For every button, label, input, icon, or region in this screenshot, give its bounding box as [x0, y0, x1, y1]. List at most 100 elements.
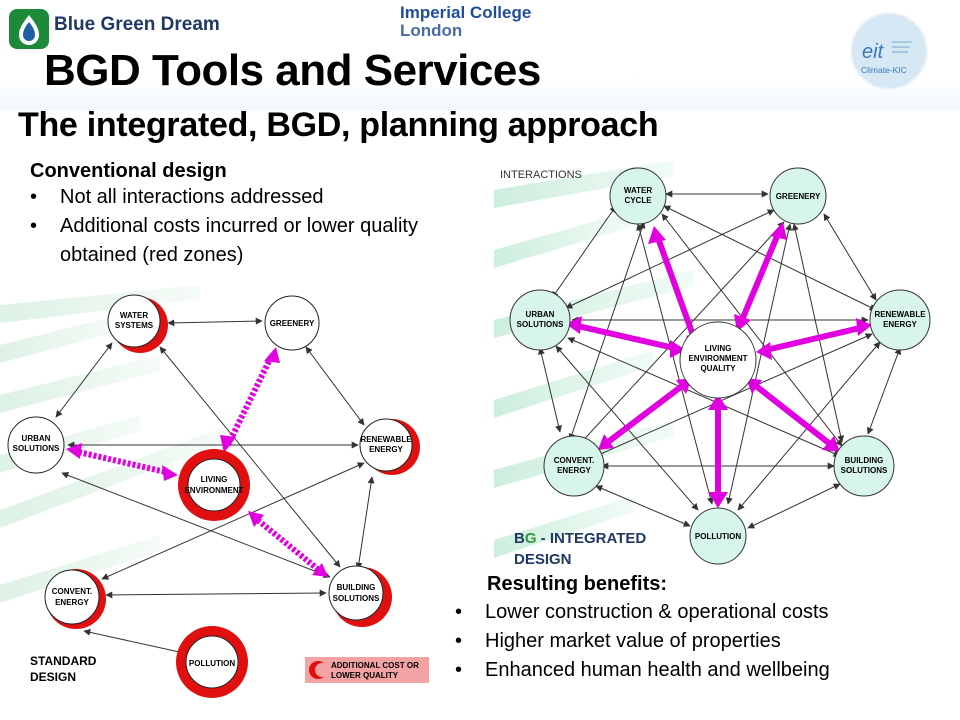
arrowhead	[856, 318, 872, 336]
background-stripes	[494, 160, 694, 558]
node-label: LIVING	[201, 475, 228, 484]
node-label: SOLUTIONS	[333, 594, 380, 603]
benefits-heading: Resulting benefits:	[487, 573, 668, 595]
integrated-node-water-cycle	[609, 167, 667, 225]
node-label: ENVIRONMENT	[688, 354, 747, 363]
integrated-center-arrows	[577, 232, 861, 496]
climate-kic-text: Climate-KIC	[861, 65, 907, 75]
integrated-node-labels: WATER CYCLE GREENERY URBAN SOLUTIONS REN…	[517, 186, 927, 541]
thick-arrow	[577, 323, 675, 351]
node-label: ENERGY	[883, 320, 917, 329]
integrated-node-greenery	[769, 167, 827, 225]
arrowhead	[770, 222, 787, 240]
arrowhead	[648, 226, 666, 244]
connector	[305, 346, 365, 426]
list-item: Enhanced human health and wellbeing	[455, 656, 955, 685]
thick-arrow	[765, 325, 861, 353]
standard-node-pollution: POLLUTION	[176, 626, 248, 698]
node-label: WATER	[120, 311, 149, 320]
node-label: RENEWABLE	[874, 310, 926, 319]
caption-g: G	[525, 530, 537, 547]
resulting-benefits-block: Resulting benefits: Lower construction &…	[455, 570, 955, 685]
arrowhead	[756, 342, 772, 360]
arrowhead	[162, 465, 178, 481]
node-label: SOLUTIONS	[13, 444, 60, 453]
integrated-node-living-environment-quality	[679, 321, 757, 399]
standard-node-renewable-energy: RENEWABLE ENERGY	[359, 418, 420, 475]
node-label: ENERGY	[55, 598, 89, 607]
standard-node-convent-energy: CONVENT. ENERGY	[44, 569, 106, 629]
integrated-node-building-solutions	[833, 435, 895, 497]
conventional-heading: Conventional design	[30, 160, 227, 182]
node-label: SOLUTIONS	[841, 466, 888, 475]
caption-b: B	[514, 530, 525, 547]
slide-title: BGD Tools and Services	[44, 46, 541, 95]
arrowhead	[220, 435, 236, 453]
integrated-node-convent-energy	[543, 435, 605, 497]
node-label: URBAN	[526, 310, 555, 319]
connector	[551, 205, 617, 299]
thick-arrow	[655, 236, 697, 340]
conventional-bullet-list: Not all interactions addressed Additiona…	[30, 183, 430, 270]
bgd-logo-text: Blue Green Dream	[54, 14, 220, 35]
thick-arrow	[754, 383, 832, 447]
arrowhead	[566, 316, 582, 334]
standard-node-greenery: GREENERY	[264, 295, 320, 351]
list-item: Additional costs incurred or lower quali…	[30, 212, 430, 270]
dotted-arrow	[252, 514, 322, 574]
list-item: Higher market value of properties	[455, 627, 955, 656]
benefits-bullet-list: Lower construction & operational costs H…	[455, 598, 955, 685]
node-label: SYSTEMS	[115, 321, 154, 330]
integrated-nodes	[509, 167, 931, 565]
arrowhead	[248, 511, 264, 527]
node-label: BUILDING	[337, 583, 376, 592]
connector	[105, 589, 327, 599]
standard-node-urban-solutions: URBAN SOLUTIONS	[7, 416, 65, 474]
node-label: URBAN	[22, 434, 51, 443]
node-label: LIVING	[705, 344, 732, 353]
eit-climate-kic-logo: eit Climate-KIC	[850, 12, 928, 90]
node-label: BUILDING	[845, 456, 884, 465]
arrowhead	[746, 378, 762, 394]
standard-dotted-arrows	[66, 347, 328, 577]
standard-node-water-systems: WATER SYSTEMS	[107, 294, 168, 353]
list-item: Lower construction & operational costs	[455, 598, 955, 627]
header-band	[0, 0, 960, 110]
legend-swatch-inner	[315, 663, 329, 677]
standard-connections	[55, 317, 375, 656]
node-label: GREENERY	[270, 319, 315, 328]
integrated-caption-line2: DESIGN	[514, 551, 572, 568]
imperial-line2: London	[400, 21, 463, 40]
conventional-design-block: Conventional design Not all interactions…	[30, 160, 430, 270]
integrated-caption-line1: BG - INTEGRATED	[514, 530, 646, 547]
arrowhead	[312, 563, 328, 577]
standard-caption-line1: STANDARD	[30, 654, 97, 668]
node-label: CONVENT.	[52, 587, 92, 596]
standard-node-living-environment: LIVING ENVIRONMENT	[178, 449, 250, 521]
legend-line1: ADDITIONAL COST OR	[331, 661, 419, 670]
connector	[747, 483, 841, 529]
eit-text: eit	[862, 41, 885, 63]
arrowhead	[264, 347, 280, 363]
slide-subtitle: The integrated, BGD, planning approach	[18, 106, 659, 144]
node-label: POLLUTION	[189, 659, 235, 668]
standard-node-building-solutions: BUILDING SOLUTIONS	[328, 565, 392, 627]
thick-arrow	[739, 232, 781, 322]
node-label: GREENERY	[776, 192, 821, 201]
integrated-node-urban-solutions	[509, 289, 571, 351]
connector	[355, 476, 375, 570]
arrowhead	[708, 492, 728, 508]
arrowhead	[670, 340, 686, 358]
integrated-node-renewable-energy	[869, 289, 931, 351]
interactions-header: INTERACTIONS	[500, 169, 582, 181]
legend-additional-cost: ADDITIONAL COST OR LOWER QUALITY	[305, 657, 429, 683]
connector	[167, 317, 263, 327]
standard-design-diagram: WATER SYSTEMS GREENERY URBAN SOLUTIONS R…	[0, 285, 429, 698]
bgd-logo-icon	[9, 9, 49, 49]
imperial-college-logo: Imperial College London	[400, 4, 531, 40]
thick-arrow	[606, 383, 684, 445]
legend-line2: LOWER QUALITY	[331, 671, 399, 680]
imperial-line1: Imperial College	[400, 3, 532, 22]
node-label: RENEWABLE	[360, 435, 412, 444]
arrowhead	[66, 443, 82, 459]
